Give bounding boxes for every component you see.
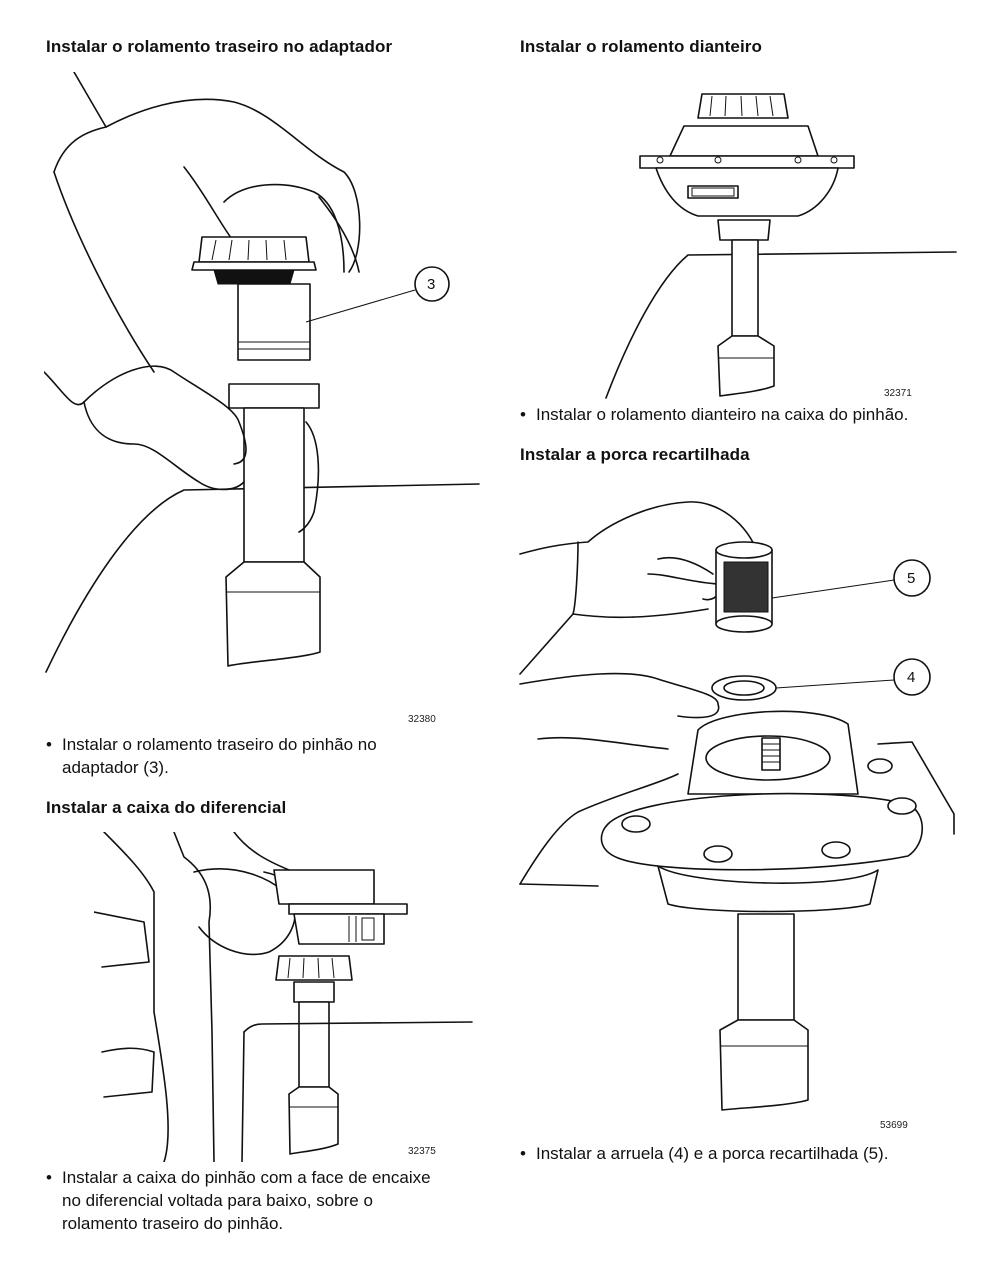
rear-bearing-illustration: 3 32380 [44, 72, 480, 725]
bullet-text-line: Instalar a caixa do pinhão com a face de… [62, 1168, 431, 1187]
figure-rear-bearing: 3 32380 [44, 72, 484, 732]
heading-front-bearing: Instalar o rolamento dianteiro [520, 37, 762, 56]
figure-front-bearing: 32371 [598, 80, 958, 402]
bullet-text-line: Instalar a arruela (4) e a porca recarti… [536, 1144, 889, 1163]
callout-4: 4 [907, 669, 915, 686]
front-bearing-illustration: 32371 [605, 93, 957, 399]
callout-3: 3 [427, 276, 435, 293]
bullet-text-line: rolamento traseiro do pinhão. [62, 1214, 284, 1233]
bullet-knurled-nut: • Instalar a arruela (4) e a porca recar… [520, 1142, 888, 1165]
bullet-dot: • [520, 405, 526, 424]
bullet-rear-bearing: • Instalar o rolamento traseiro do pinhã… [46, 733, 377, 779]
figure-number-53699: 53699 [880, 1120, 908, 1131]
bullet-text-line: Instalar o rolamento traseiro do pinhão … [62, 735, 377, 754]
bullet-dot: • [46, 1168, 52, 1187]
bullet-text-line: adaptador (3). [62, 758, 169, 777]
callout-5: 5 [907, 570, 915, 587]
differential-case-illustration: 32375 [94, 832, 473, 1162]
bullet-dot: • [520, 1144, 526, 1163]
heading-rear-bearing: Instalar o rolamento traseiro no adaptad… [46, 37, 393, 56]
bullet-text-line: Instalar o rolamento dianteiro na caixa … [536, 405, 909, 424]
heading-knurled-nut: Instalar a porca recartilhada [520, 445, 750, 464]
knurled-nut-illustration: 5 4 53699 [519, 501, 955, 1131]
bullet-front-bearing: • Instalar o rolamento dianteiro na caix… [520, 403, 908, 426]
figure-number-32380: 32380 [408, 714, 436, 725]
bullet-differential-case: • Instalar a caixa do pinhão com a face … [46, 1166, 431, 1235]
bullet-text-line: no diferencial voltada para baixo, sobre… [62, 1191, 373, 1210]
heading-differential-case: Instalar a caixa do diferencial [46, 798, 287, 817]
figure-differential-case: 32375 [94, 832, 474, 1162]
figure-knurled-nut: 5 4 53699 [518, 494, 958, 1136]
figure-number-32375: 32375 [408, 1146, 436, 1157]
figure-number-32371: 32371 [884, 388, 912, 399]
bullet-dot: • [46, 735, 52, 754]
